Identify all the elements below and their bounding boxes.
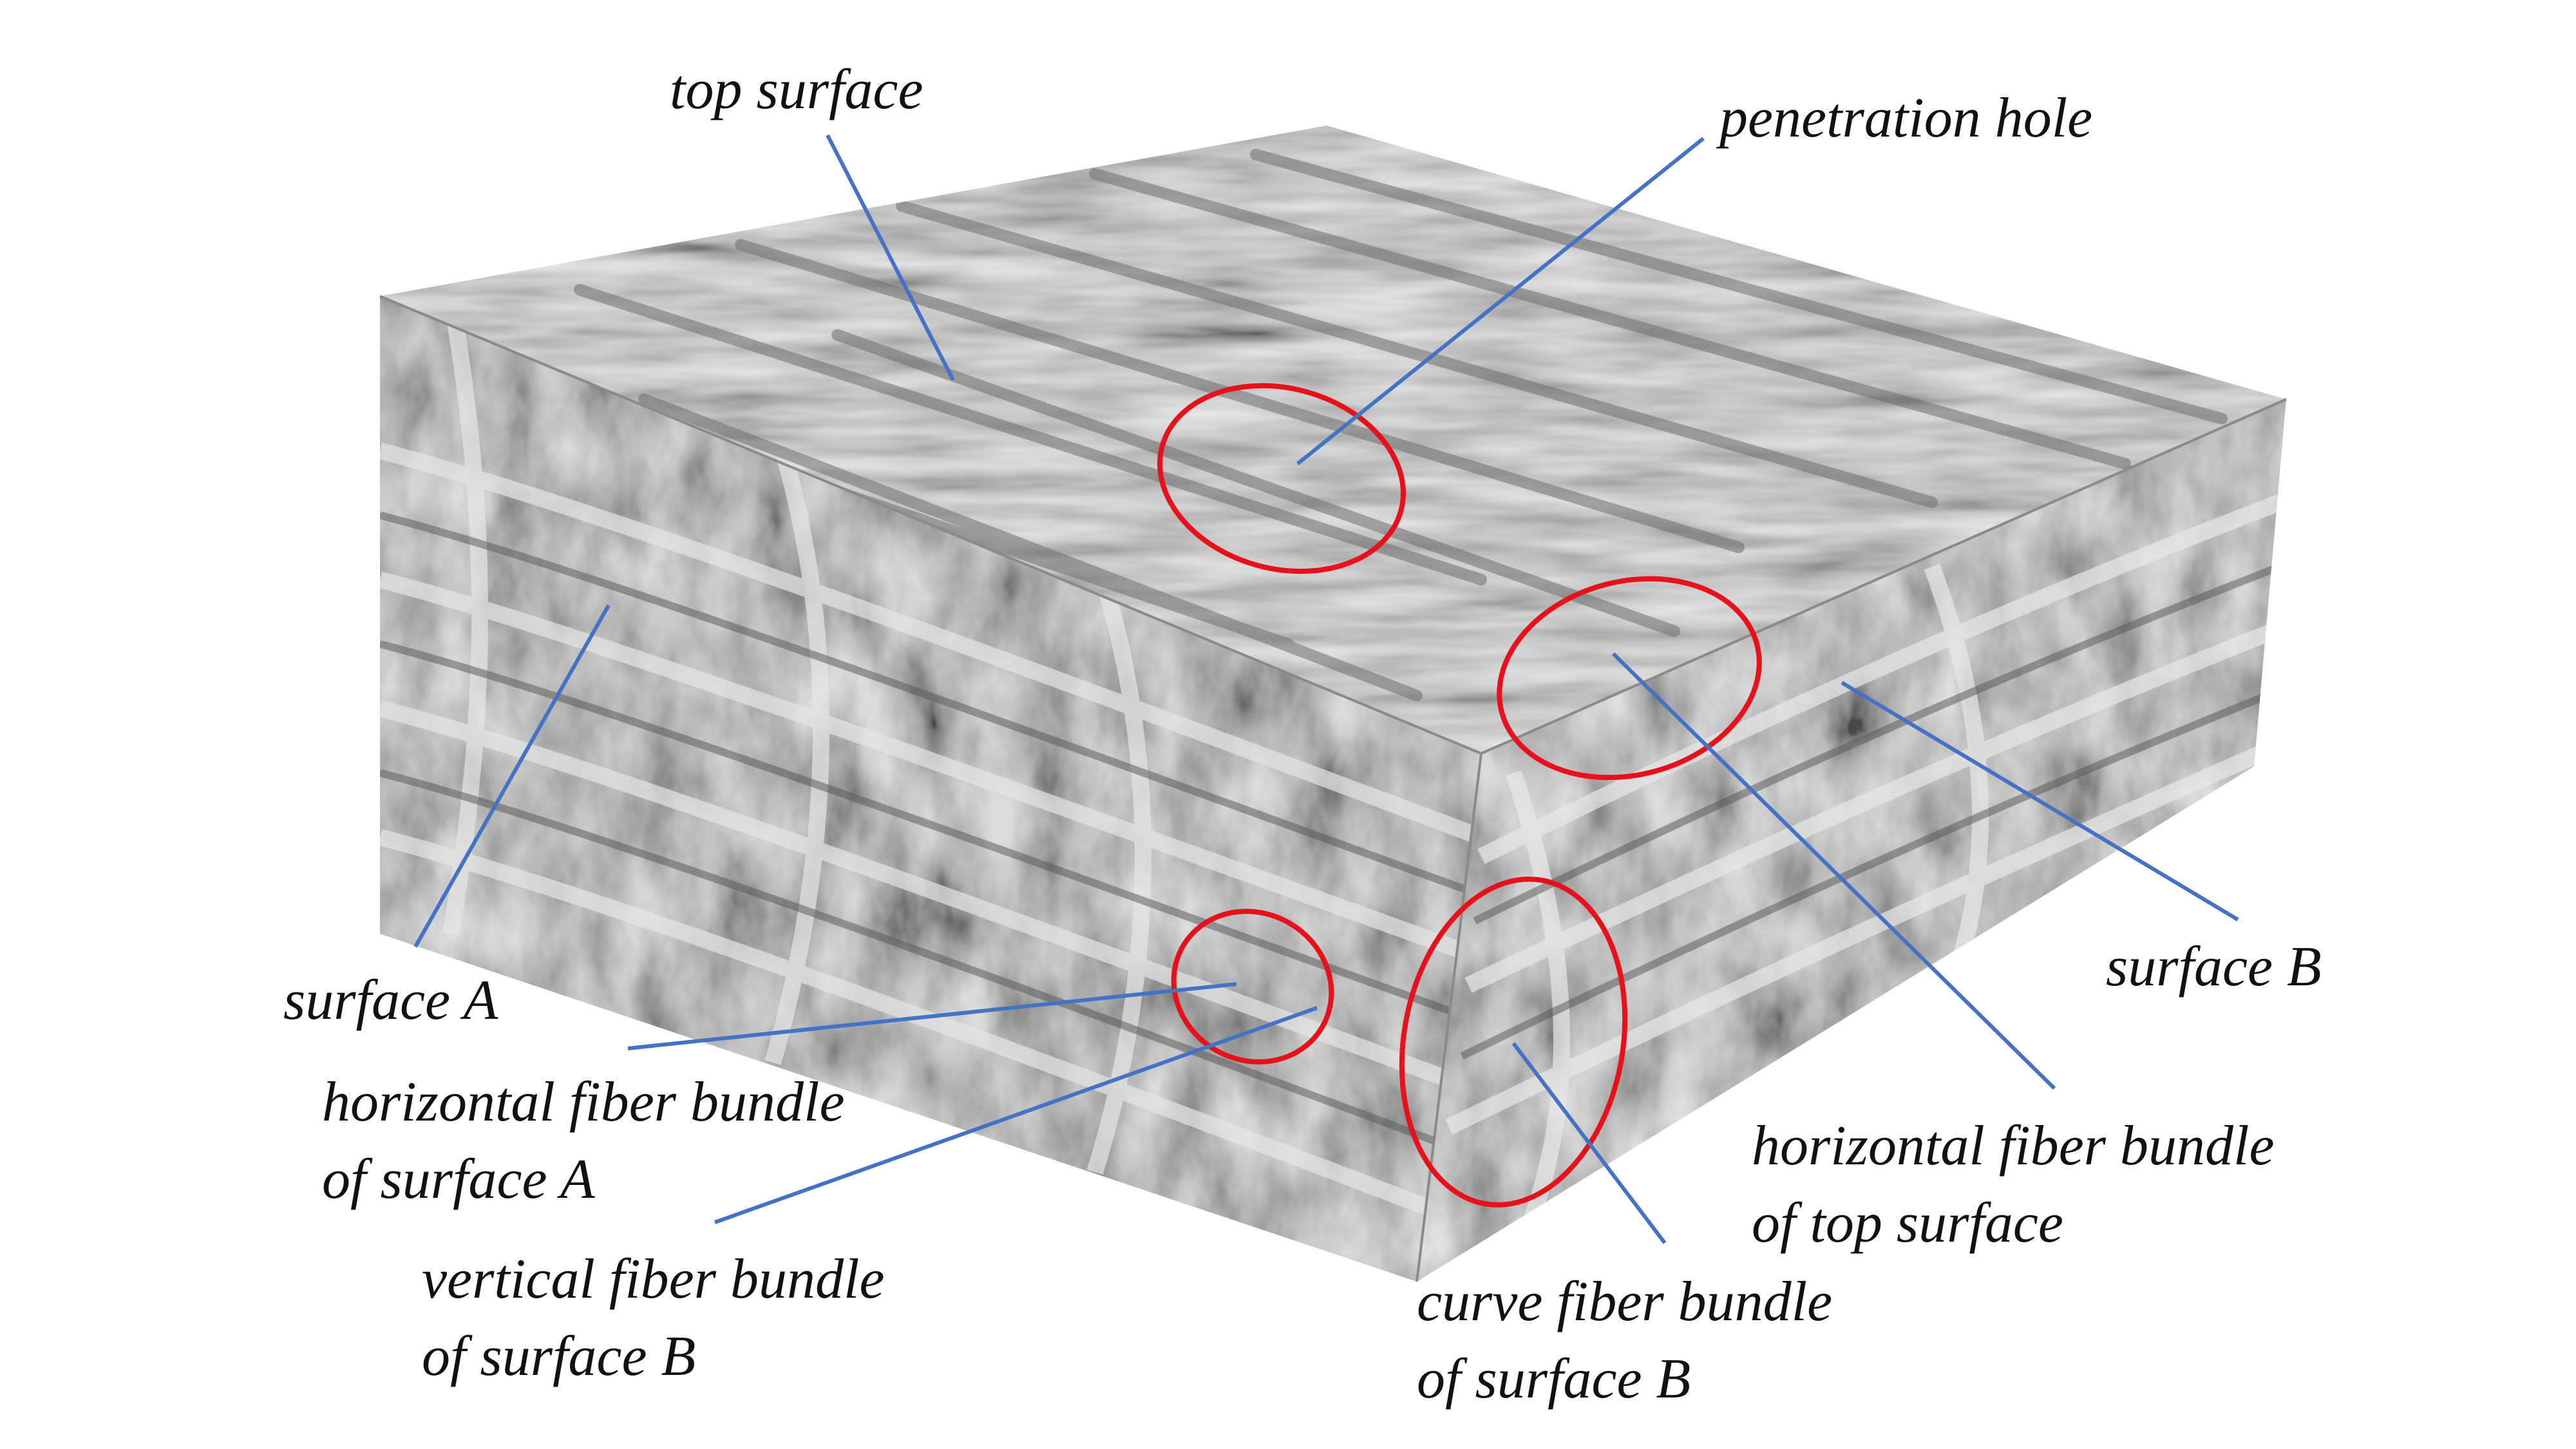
callouts — [1157, 383, 1762, 1208]
vertical-b-leader — [714, 1006, 1318, 1224]
label-horizontal-top-line2: of top surface — [1752, 1192, 2063, 1255]
labels: top surface penetration hole surface A s… — [283, 59, 2322, 1410]
surface-b-leader — [1841, 681, 2239, 922]
label-surface-a: surface A — [283, 969, 498, 1032]
penetration-hole-callout — [1157, 383, 1406, 574]
horizontal-top-bundle-callout — [1497, 576, 1762, 781]
label-vertical-b-line2: of surface B — [422, 1325, 696, 1388]
label-horizontal-top-line1: horizontal fiber bundle — [1752, 1115, 2275, 1177]
surface-a-leader — [413, 604, 611, 948]
top-surface-leader — [826, 134, 955, 381]
curve-b-leader — [1511, 1042, 1667, 1244]
penetration-hole-leader — [1296, 137, 1705, 466]
label-curve-b-line2: of surface B — [1417, 1348, 1690, 1410]
label-vertical-b-line1: vertical fiber bundle — [422, 1248, 884, 1311]
horizontal-top-leader — [1611, 652, 2056, 1090]
label-top-surface: top surface — [670, 59, 923, 121]
label-penetration-hole: penetration hole — [1716, 87, 2092, 149]
leader-lines — [413, 134, 2239, 1244]
label-curve-b-line1: curve fiber bundle — [1417, 1271, 1832, 1333]
label-horizontal-a-line1: horizontal fiber bundle — [322, 1071, 845, 1133]
curve-b-bundle-callout — [1399, 876, 1628, 1208]
label-horizontal-a-line2: of surface A — [322, 1148, 596, 1211]
horizontal-a-leader — [627, 982, 1237, 1050]
label-surface-b: surface B — [2106, 936, 2322, 998]
surface-a-bundle-callout — [1171, 909, 1334, 1065]
